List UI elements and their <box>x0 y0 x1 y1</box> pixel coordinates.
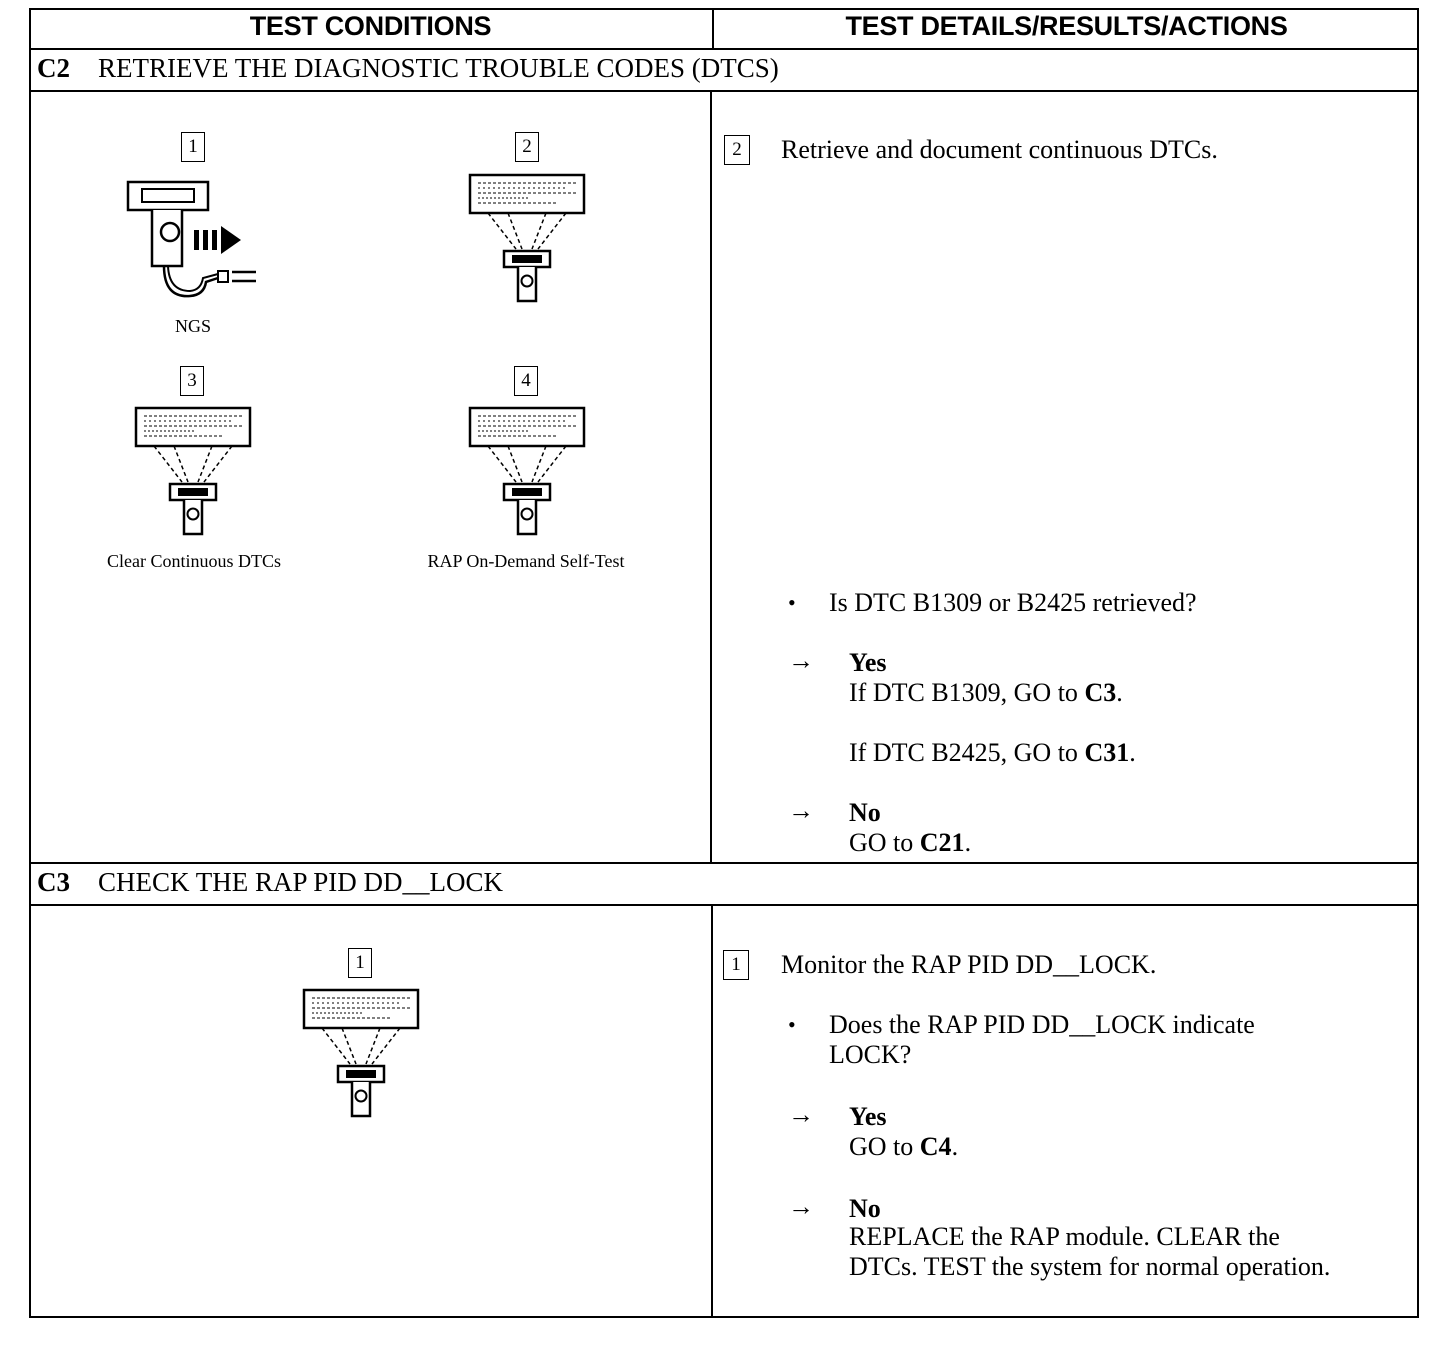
c3-top-rule <box>29 862 1419 864</box>
c2-title-rule <box>29 90 1419 92</box>
c3-instruction: Monitor the RAP PID DD__LOCK. <box>781 950 1157 979</box>
c2-yes-line-1-end: . <box>1116 678 1123 707</box>
c3-title-rule <box>29 904 1419 906</box>
c2-instruction: Retrieve and document continuous DTCs. <box>781 135 1218 164</box>
c2-yes-line-2: If DTC B2425, GO to C31. <box>849 738 1136 768</box>
c2-no-label: No <box>849 798 881 827</box>
c2-yes-label: Yes <box>849 648 887 677</box>
scan-tool-screen-icon <box>302 988 420 1118</box>
c2-yes-line-2-end: . <box>1129 738 1136 767</box>
c2-no-line: GO to C21. <box>849 828 971 858</box>
c3-yes-line: GO to C4. <box>849 1132 958 1162</box>
c3-step-title: C3 CHECK THE RAP PID DD__LOCK <box>37 867 503 898</box>
scan-tool-screen-icon <box>468 173 586 303</box>
header-test-conditions: TEST CONDITIONS <box>249 11 492 41</box>
c3-no-arrow: → <box>788 1192 814 1221</box>
c3-illus-1-number: 1 <box>348 948 372 978</box>
scan-tool-screen-icon <box>134 406 252 536</box>
c2-illus-2-number: 2 <box>515 132 539 162</box>
c2-illus-1-caption: NGS <box>174 316 211 336</box>
c3-divider <box>711 904 713 1318</box>
c2-yes-line-2-text: If DTC B2425, GO to <box>849 738 1085 767</box>
c2-illus-4-caption: RAP On-Demand Self-Test <box>427 551 625 571</box>
c2-question-bullet: • <box>788 590 796 615</box>
c2-no-arrow: → <box>788 796 814 825</box>
c2-illus-3-number: 3 <box>180 366 204 396</box>
c2-yes-line-1: If DTC B1309, GO to C3. <box>849 678 1123 708</box>
c2-yes-line-1-text: If DTC B1309, GO to <box>849 678 1085 707</box>
c2-illus-4-number: 4 <box>514 366 538 396</box>
c3-step-id: C3 <box>37 867 70 897</box>
header-divider <box>712 8 714 49</box>
c2-yes-line-1-ref: C3 <box>1084 678 1117 707</box>
c3-yes-line-ref: C4 <box>919 1132 952 1161</box>
ngs-tester-connect-icon <box>126 180 256 298</box>
c3-no-line-2: DTCs. TEST the system for normal operati… <box>849 1252 1331 1281</box>
header-test-details: TEST DETAILS/RESULTS/ACTIONS <box>845 11 1288 41</box>
c3-yes-label: Yes <box>849 1102 887 1131</box>
c3-yes-line-end: . <box>951 1132 959 1161</box>
c2-illus-3-caption: Clear Continuous DTCs <box>107 551 281 571</box>
c3-no-label: No <box>849 1194 881 1223</box>
c2-detail-ref-number: 2 <box>724 135 750 165</box>
c3-yes-line-text: GO to <box>849 1132 920 1161</box>
c3-question-line-2: LOCK? <box>829 1040 912 1069</box>
c2-step-title: C2 RETRIEVE THE DIAGNOSTIC TROUBLE CODES … <box>37 53 779 84</box>
c3-question-line-1: Does the RAP PID DD__LOCK indicate <box>829 1010 1255 1039</box>
c3-no-line-1: REPLACE the RAP module. CLEAR the <box>849 1222 1280 1251</box>
scan-tool-screen-icon <box>468 406 586 536</box>
c2-question: Is DTC B1309 or B2425 retrieved? <box>829 588 1197 617</box>
c2-no-line-ref: C21 <box>919 828 965 857</box>
c3-yes-arrow: → <box>788 1100 814 1129</box>
c2-yes-arrow: → <box>788 646 814 675</box>
c3-question-bullet: • <box>788 1012 796 1037</box>
c2-illus-1-number: 1 <box>181 132 205 162</box>
c2-yes-line-2-ref: C31 <box>1084 738 1130 767</box>
c2-title-text: RETRIEVE THE DIAGNOSTIC TROUBLE CODES (D… <box>98 53 779 83</box>
c3-detail-ref-number: 1 <box>723 950 749 980</box>
c3-title-text: CHECK THE RAP PID DD__LOCK <box>98 867 504 897</box>
c2-divider <box>710 90 712 863</box>
header-rule <box>29 48 1419 50</box>
outer-frame <box>29 8 1419 1318</box>
c2-no-line-text: GO to <box>849 828 920 857</box>
c2-step-id: C2 <box>37 53 70 83</box>
diagnostic-test-sheet: TEST CONDITIONS TEST DETAILS/RESULTS/ACT… <box>29 8 1419 1318</box>
c2-no-line-end: . <box>964 828 972 857</box>
